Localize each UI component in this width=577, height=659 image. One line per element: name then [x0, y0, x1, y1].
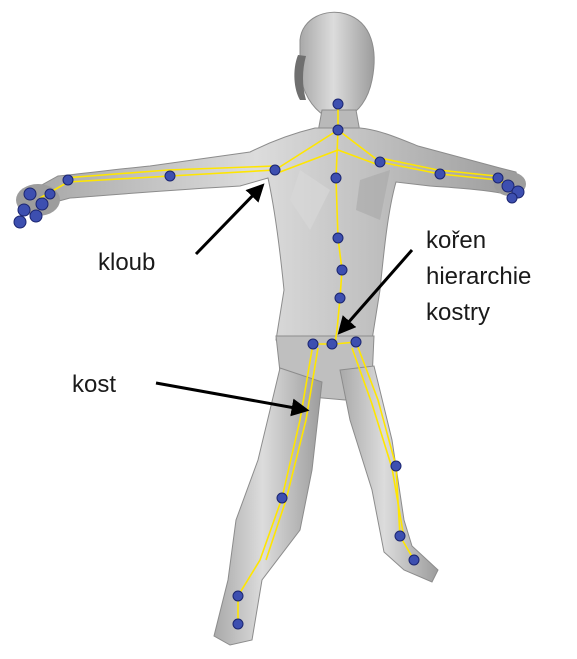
joint: [331, 173, 341, 183]
joint: [337, 265, 347, 275]
right-leg: [340, 366, 438, 582]
label-joint: kloub: [98, 249, 155, 276]
joint: [333, 125, 343, 135]
body-mesh: [16, 12, 526, 645]
joint: [333, 99, 343, 109]
joint: [391, 461, 401, 471]
joint-root: [327, 339, 337, 349]
label-root-line-1: kořen: [426, 227, 486, 254]
joint: [36, 198, 48, 210]
joint: [14, 216, 26, 228]
joint: [63, 175, 73, 185]
label-root-line-2: hierarchie: [426, 263, 531, 290]
joint: [493, 173, 503, 183]
joint: [409, 555, 419, 565]
joint: [395, 531, 405, 541]
joint: [333, 233, 343, 243]
label-bone: kost: [72, 371, 116, 398]
joint: [335, 293, 345, 303]
joint: [270, 165, 280, 175]
joint: [375, 157, 385, 167]
joint: [18, 204, 30, 216]
label-root-line-3: kostry: [426, 299, 490, 326]
joint: [24, 188, 36, 200]
joint: [351, 337, 361, 347]
joint: [233, 591, 243, 601]
joint: [435, 169, 445, 179]
joint: [507, 193, 517, 203]
arrow-joint: [196, 186, 262, 254]
joint: [30, 210, 42, 222]
joint: [277, 493, 287, 503]
joint: [308, 339, 318, 349]
joint: [165, 171, 175, 181]
joint: [45, 189, 55, 199]
joint: [233, 619, 243, 629]
